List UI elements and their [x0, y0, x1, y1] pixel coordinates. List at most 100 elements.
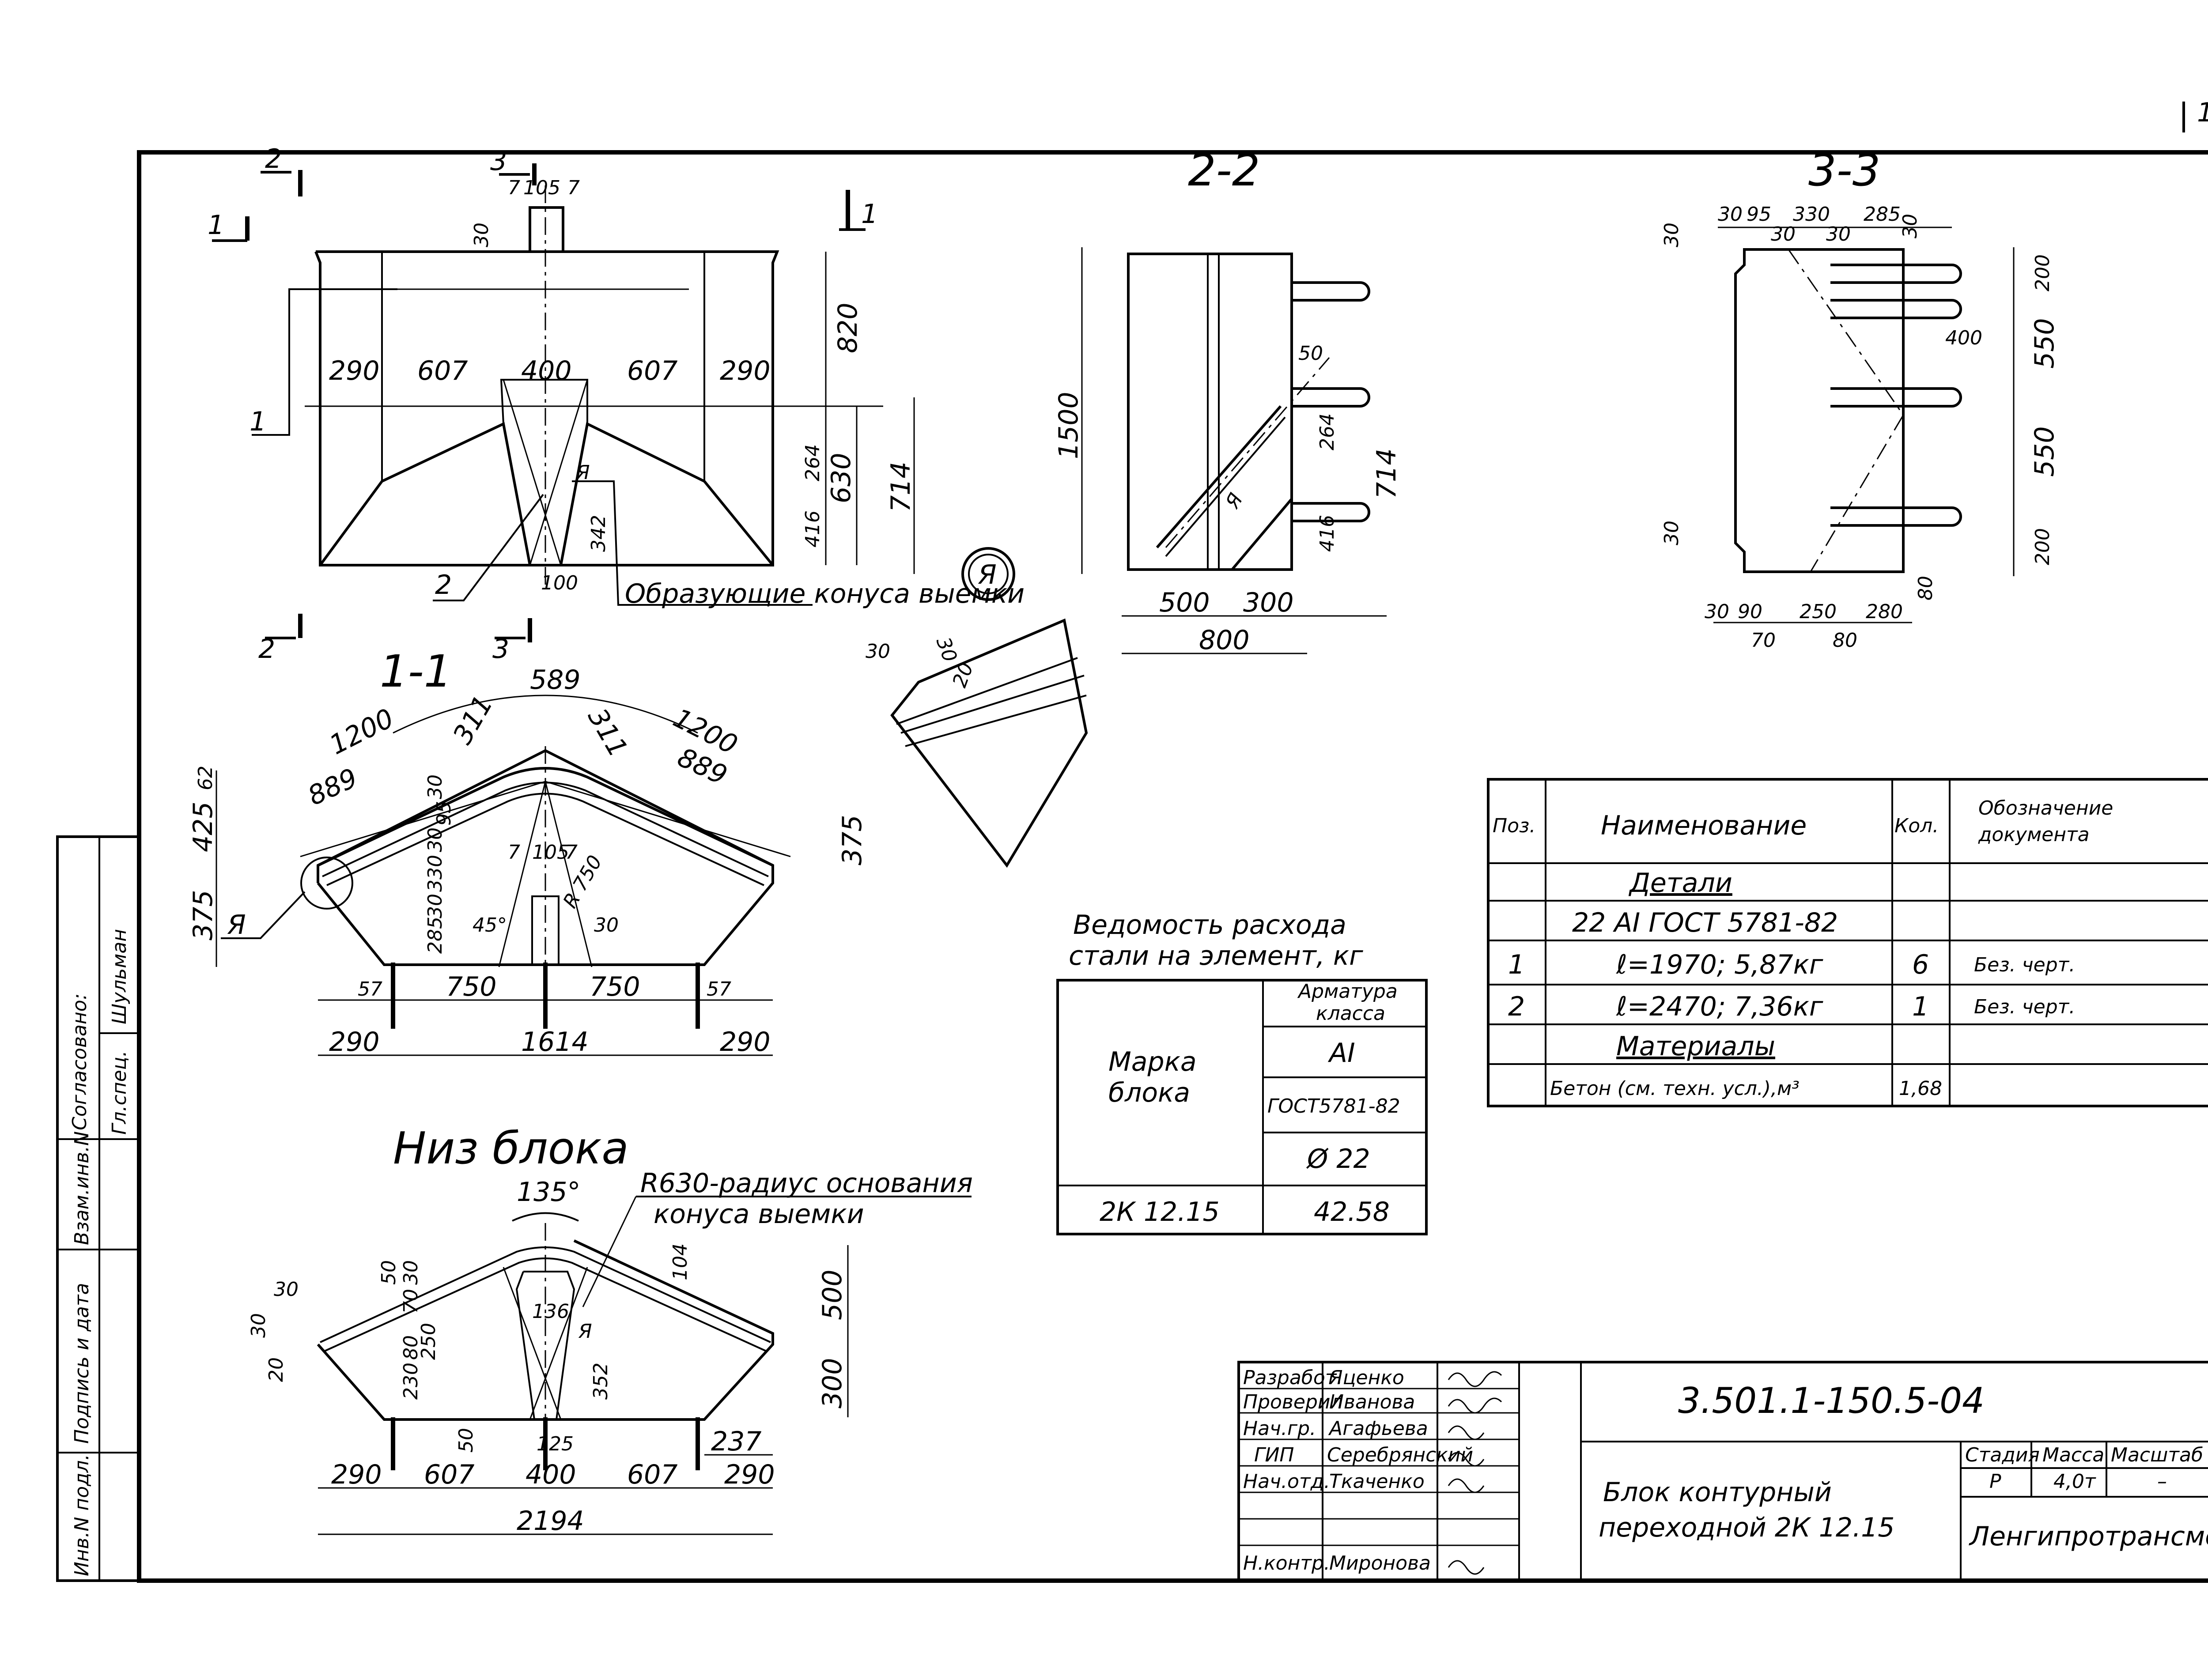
- spec-row-3-doc: Без. черт.: [1974, 996, 2075, 1018]
- dim-11-290b: 290: [720, 1027, 771, 1057]
- dim-11-30c: 30: [424, 894, 446, 918]
- dim-bot-136: 136: [532, 1300, 569, 1323]
- dim-33-400: 400: [1945, 327, 1982, 349]
- dim-bot-237: 237: [711, 1426, 762, 1457]
- approved-label: Согласовано:: [68, 993, 91, 1130]
- cut-mark-3-bottom: 3: [492, 634, 509, 664]
- dim-bot-104: 104: [669, 1243, 692, 1280]
- spec-head-doc-2: документа: [1978, 823, 2090, 846]
- dim-bot-300: 300: [817, 1358, 848, 1408]
- scale-label: Масштаб: [2111, 1444, 2203, 1466]
- signature-5: [1448, 1560, 1485, 1575]
- spec-row-1-name: 22 АI ГОСТ 5781-82: [1572, 907, 1838, 938]
- spec-head-name: Наименование: [1601, 810, 1807, 841]
- dim-11-425: 425: [188, 801, 219, 852]
- leader-2: 2: [435, 570, 452, 600]
- dim-33-left-30b: 30: [1660, 521, 1683, 545]
- dim-bot-80: 80: [400, 1335, 422, 1360]
- role-3: ГИП: [1254, 1444, 1294, 1466]
- dim-front-290b: 290: [720, 355, 771, 386]
- title-person-row: Разработ. Яценко: [1243, 1367, 1404, 1389]
- dim-33-b70: 70: [1751, 629, 1776, 652]
- steel-class: АI: [1327, 1038, 1355, 1068]
- dim-33-80: 80: [1914, 576, 1937, 600]
- dim-33-b250: 250: [1800, 600, 1837, 623]
- dim-bot-125: 125: [537, 1433, 574, 1455]
- name-2: Агафьева: [1328, 1417, 1428, 1440]
- name-4: Ткаченко: [1329, 1470, 1425, 1493]
- dim-33-95: 95: [1747, 203, 1771, 226]
- spec-row-2-pos: 1: [1508, 949, 1525, 980]
- spec-row: Бетон (см. техн. усл.),м³ 1,68: [1550, 1077, 1942, 1100]
- dim-11-375: 375: [188, 890, 219, 940]
- dim-front-290a: 290: [329, 355, 380, 386]
- steel-diameter: Ø 22: [1306, 1144, 1370, 1174]
- spec-row: 22 АI ГОСТ 5781-82: [1572, 907, 1838, 938]
- dim-22-714: 714: [1371, 448, 1402, 499]
- dim-33-30b: 30: [1899, 214, 1921, 238]
- dim-11-285: 285: [424, 917, 446, 954]
- spec-row-2-doc: Без. черт.: [1974, 954, 2075, 976]
- signature-4: [1448, 1478, 1485, 1493]
- role-5: Н.контр.: [1243, 1552, 1330, 1574]
- dim-front-714: 714: [885, 461, 916, 512]
- bottom-view: Низ блока R630-радиус основания конуса в…: [247, 1122, 973, 1537]
- detail-ya-30a: 30: [866, 640, 890, 663]
- spec-row-0-name: Детали: [1628, 868, 1732, 899]
- steel-value: 42.58: [1314, 1197, 1390, 1227]
- cut-mark-2-bottom: 2: [258, 634, 275, 664]
- cut-mark-1-right: 1: [861, 199, 878, 230]
- role-1: Проверил: [1243, 1391, 1343, 1413]
- detail-ya-label: Я: [978, 559, 997, 590]
- dim-11-750a: 750: [446, 971, 497, 1002]
- leader-ya-bot: Я: [578, 1320, 592, 1343]
- dim-33-550a: 550: [2029, 318, 2060, 369]
- dim-33-285: 285: [1864, 203, 1901, 226]
- stamp-role-1: Гл.спец.: [108, 1050, 131, 1135]
- sheet-number: 12: [2197, 97, 2208, 128]
- dim-front-607b: 607: [627, 355, 678, 386]
- title-person-row: Нач.гр. Агафьева: [1243, 1417, 1428, 1440]
- dim-11-7b: 7: [565, 841, 578, 864]
- name-3: Серебрянский: [1327, 1444, 1473, 1466]
- steel-col-mark-1: Марка: [1108, 1046, 1197, 1077]
- bottom-view-note-1: R630-радиус основания: [640, 1168, 973, 1199]
- spec-row-5-qty: 1,68: [1899, 1077, 1942, 1100]
- name-0: Яценко: [1329, 1367, 1404, 1389]
- dim-11-889a: 889: [303, 763, 362, 812]
- dim-bot-70: 70: [400, 1289, 422, 1314]
- dim-bot-230: 230: [400, 1363, 422, 1400]
- dim-front-105: 105: [523, 177, 560, 199]
- signature-0: [1448, 1371, 1502, 1387]
- dim-bot-250: 250: [417, 1323, 440, 1360]
- dim-22-416: 416: [1316, 515, 1338, 552]
- name-5: Миронова: [1329, 1552, 1431, 1574]
- stage-value: Р: [1989, 1470, 2001, 1493]
- spec-table: Поз. Наименование Кол. Обозначение докум…: [1487, 778, 2208, 1107]
- dim-bot-30c: 30: [400, 1260, 422, 1285]
- spec-row: Детали: [1628, 868, 1732, 899]
- stamp-field-inv: Инв.N подл.: [71, 1454, 93, 1576]
- title-person-row: Нач.отд. Ткаченко: [1243, 1470, 1425, 1493]
- dim-33-200a: 200: [2031, 254, 2054, 291]
- dim-front-400: 400: [521, 355, 572, 386]
- dim-22-50: 50: [1298, 342, 1323, 365]
- dim-11-30d: 30: [594, 914, 619, 936]
- dim-22-500: 500: [1159, 587, 1210, 618]
- dim-33-b90: 90: [1738, 600, 1762, 623]
- dim-11-589: 589: [530, 664, 581, 695]
- steel-mark: 2К 12.15: [1100, 1197, 1220, 1227]
- detail-ya-20: 20: [948, 660, 978, 691]
- dim-11-57b: 57: [707, 978, 731, 1000]
- left-stamp: Согласовано: Гл.спец. Шульман Взам.инв.N…: [56, 835, 140, 1582]
- spec-head-qty: Кол.: [1894, 815, 1939, 837]
- doc-title-1: Блок контурный: [1603, 1477, 1832, 1508]
- dim-33-b30: 30: [1705, 600, 1729, 623]
- section-2-2: 2-2 1500 50 264 714 416 500 300 800 Я: [1053, 144, 1402, 656]
- dim-front-820: 820: [832, 302, 863, 353]
- title-person-row: ГИП Серебрянский: [1254, 1444, 1473, 1466]
- dim-bot-500: 500: [817, 1269, 848, 1320]
- dim-22-1500: 1500: [1053, 392, 1084, 459]
- spec-row-3-qty: 1: [1912, 991, 1929, 1022]
- dim-11-62: 62: [194, 766, 217, 790]
